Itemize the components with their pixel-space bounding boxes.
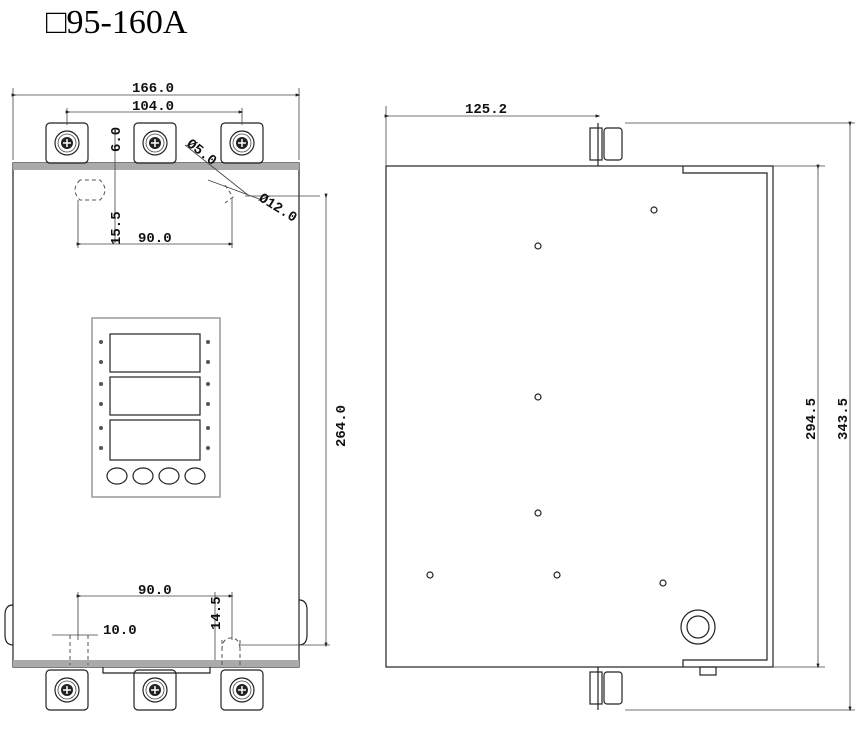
dim-body-height: 294.5 (804, 398, 820, 440)
mounting-hole (74, 179, 106, 201)
terminal-screw-icon (133, 122, 177, 164)
dim-bottom-hole-spacing: 90.0 (138, 583, 172, 599)
panel-button (184, 467, 206, 485)
dim-top-offset: 6.0 (109, 127, 125, 152)
panel-button (158, 467, 180, 485)
side-body-outline (385, 165, 774, 668)
terminal-screw-icon (220, 122, 264, 164)
front-view: 166.0 104.0 6.0 15.5 90.0 Ø5.0 Ø12.0 264… (4, 81, 350, 711)
panel-button (106, 467, 128, 485)
terminal-side-icon (603, 671, 623, 705)
dim-height: 264.0 (334, 405, 350, 447)
model-title: □95-160A (46, 4, 188, 41)
dim-slot-width: 10.0 (103, 623, 137, 639)
terminal-side-icon (603, 127, 623, 161)
dim-top-hole-depth: 15.5 (109, 211, 125, 245)
terminal-screw-icon (220, 669, 264, 711)
dim-overall-height: 343.5 (836, 398, 852, 440)
dim-bottom-hole-depth: 14.5 (209, 596, 225, 630)
dim-top-hole-spacing: 90.0 (138, 231, 172, 247)
dim-terminal-pitch: 104.0 (132, 99, 174, 115)
bottom-band (13, 660, 299, 667)
top-band (13, 163, 299, 170)
side-view: 125.2 294.5 343.5 (384, 102, 855, 712)
terminal-screw-icon (45, 122, 89, 164)
dim-overall-width: 166.0 (132, 81, 174, 97)
terminal-screw-icon (133, 669, 177, 711)
cable-gland-icon (680, 609, 716, 645)
terminal-screw-icon (45, 669, 89, 711)
panel-button (132, 467, 154, 485)
dim-depth: 125.2 (465, 102, 507, 118)
display-panel (91, 317, 221, 498)
